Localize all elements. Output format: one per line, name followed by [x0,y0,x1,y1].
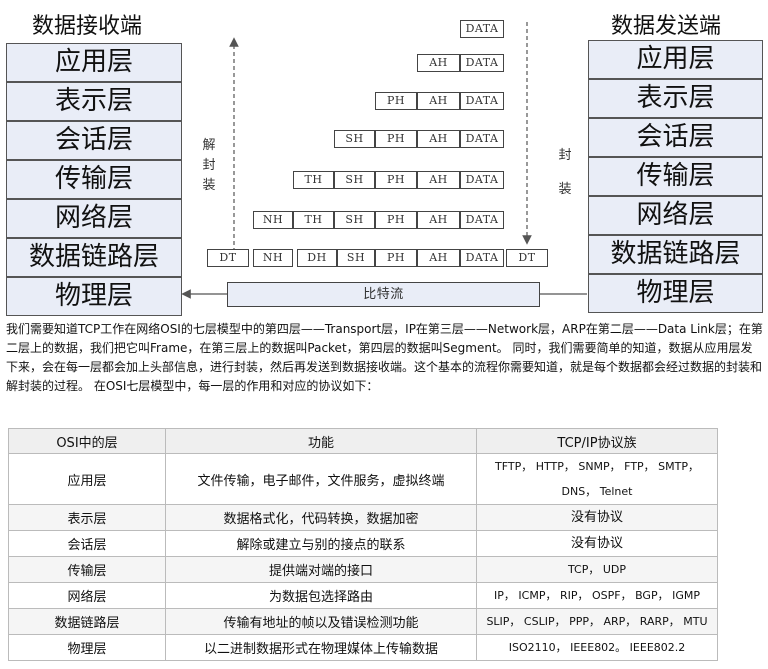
hdr-r6-data: DATA [460,249,504,267]
osi-protocol-table: OSI中的层 功能 TCP/IP协议族 应用层 文件传输，电子邮件，文件服务，虚… [8,428,718,661]
arrows-overlay [181,22,587,299]
hdr-r6-dt-right: DT [506,249,548,267]
hdr-r3-data: DATA [460,130,504,148]
header-osi-layer: OSI中的层 [8,428,166,454]
receiver-layer-application: 应用层 [6,43,182,82]
hdr-r6-ph: PH [375,249,417,267]
hdr-r2-data: DATA [460,92,504,110]
hdr-r4-sh: SH [334,171,375,189]
hdr-r2-ah: AH [417,92,460,110]
sender-layer-network: 网络层 [588,196,763,235]
receiver-title: 数据接收端 [32,14,143,39]
hdr-r3-ah: AH [417,130,460,148]
receiver-layer-presentation: 表示层 [6,82,182,121]
hdr-r4-data: DATA [460,171,504,189]
hdr-r6-ah: AH [417,249,460,267]
header-function: 功能 [165,428,477,454]
hdr-r5-th: TH [293,211,334,229]
table-row: 传输层 提供端对端的接口 TCP， UDP [8,556,718,583]
sender-layer-session: 会话层 [588,118,763,157]
table-row: 会话层 解除或建立与别的接点的联系 没有协议 [8,530,718,557]
encap-label: 封 装 [558,148,572,197]
sender-layer-transport: 传输层 [588,157,763,196]
hdr-r3-ph: PH [375,130,417,148]
hdr-r5-nh: NH [253,211,293,229]
description-paragraph: 我们需要知道TCP工作在网络OSI的七层模型中的第四层——Transport层，… [6,322,763,393]
receiver-layer-session: 会话层 [6,121,182,160]
sender-title: 数据发送端 [611,14,722,39]
sender-layer-datalink: 数据链路层 [588,235,763,274]
sender-layer-application: 应用层 [588,40,763,79]
hdr-r5-data: DATA [460,211,504,229]
receiver-layer-transport: 传输层 [6,160,182,199]
hdr-r0-data: DATA [460,20,504,38]
hdr-r5-ph: PH [375,211,417,229]
receiver-layer-network: 网络层 [6,199,182,238]
hdr-r6-dh: DH [297,249,337,267]
hdr-r6-sh: SH [337,249,375,267]
hdr-r3-sh: SH [334,130,375,148]
hdr-r2-ph: PH [375,92,417,110]
hdr-r4-ph: PH [375,171,417,189]
hdr-r5-ah: AH [417,211,460,229]
sender-stack: 应用层 表示层 会话层 传输层 网络层 数据链路层 物理层 [588,40,763,313]
sender-layer-presentation: 表示层 [588,79,763,118]
hdr-r1-ah: AH [417,54,460,72]
hdr-r4-ah: AH [417,171,460,189]
hdr-r4-th: TH [293,171,334,189]
hdr-r6-nh: NH [253,249,293,267]
header-tcpip: TCP/IP协议族 [476,428,718,454]
hdr-r5-sh: SH [334,211,375,229]
hdr-r1-data: DATA [460,54,504,72]
table-row: 物理层 以二进制数据形式在物理媒体上传输数据 ISO2110， IEEE802。… [8,634,718,661]
table-row: 表示层 数据格式化，代码转换，数据加密 没有协议 [8,504,718,531]
table-row: 网络层 为数据包选择路由 IP， ICMP， RIP， OSPF， BGP， I… [8,582,718,609]
receiver-stack: 应用层 表示层 会话层 传输层 网络层 数据链路层 物理层 [6,43,182,316]
hdr-r6-dt-left: DT [207,249,249,267]
decap-label: 解 封 装 [202,138,216,193]
table-row: 应用层 文件传输，电子邮件，文件服务，虚拟终端 TFTP， HTTP， SNMP… [8,453,718,505]
table-header-row: OSI中的层 功能 TCP/IP协议族 [8,428,718,454]
receiver-layer-datalink: 数据链路层 [6,238,182,277]
sender-layer-physical: 物理层 [588,274,763,313]
table-row: 数据链路层 传输有地址的帧以及错误检测功能 SLIP， CSLIP， PPP， … [8,608,718,635]
bitstream-box: 比特流 [227,282,540,307]
